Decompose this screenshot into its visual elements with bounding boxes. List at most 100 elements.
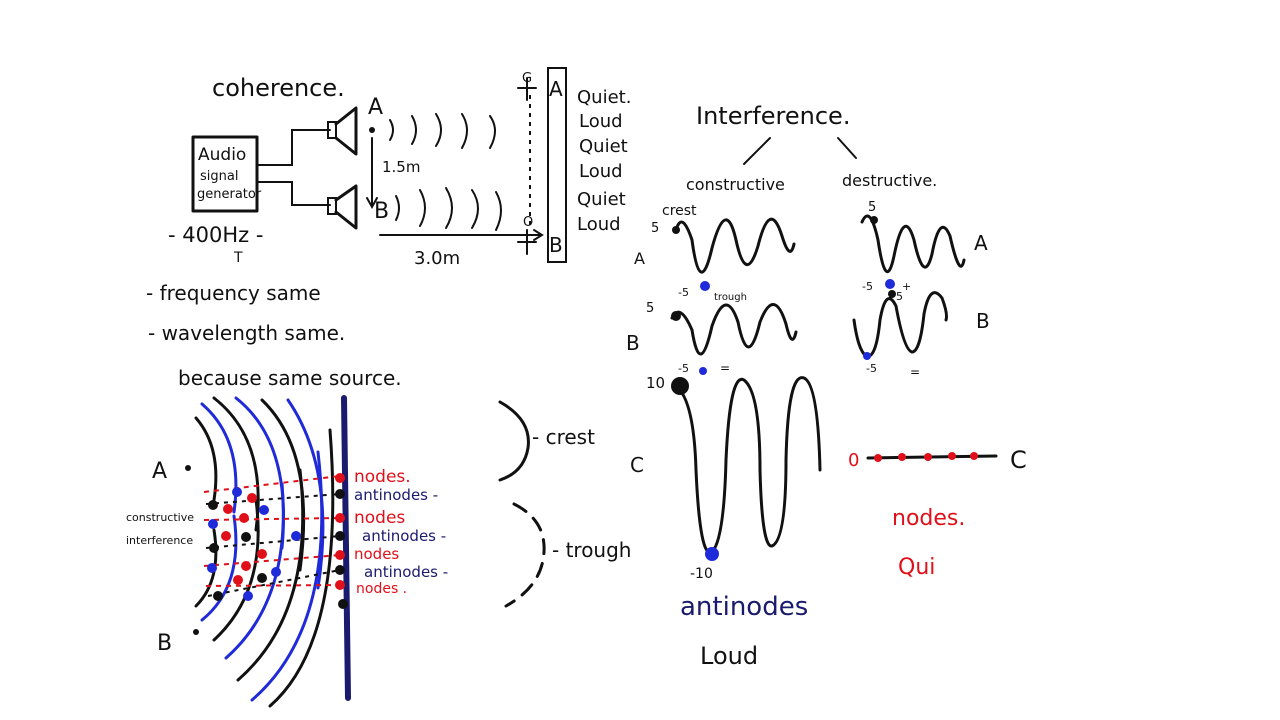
- crest-marker: [870, 216, 878, 224]
- separation-distance: 1.5m: [382, 158, 420, 176]
- crest-label: crest: [662, 203, 697, 219]
- constructive-heading: constructive: [686, 175, 785, 194]
- pattern-source-a: A: [152, 459, 167, 484]
- destructive-node-dots: [874, 452, 978, 462]
- speaker-b-icon: [327, 184, 358, 230]
- c-a-max: 5: [651, 221, 659, 236]
- listener-bottom-icon: [517, 229, 537, 255]
- trough-marker: [705, 547, 719, 561]
- source-b-label: B: [374, 199, 389, 224]
- constructive-wave-c: [674, 376, 822, 555]
- wire-to-speaker-b: [256, 181, 331, 206]
- crest-marker: [888, 290, 896, 298]
- sound-waves-b: [395, 187, 502, 231]
- trough-marker: [863, 352, 871, 360]
- pattern-source-b: B: [157, 631, 172, 656]
- listener-top-icon: [517, 77, 537, 101]
- c-a-note: trough: [714, 292, 747, 303]
- loud-result: Loud: [700, 642, 758, 670]
- branch-line-destructive: [837, 137, 857, 159]
- crest-legend-label: - crest: [532, 425, 595, 449]
- constructive-wave-a: [674, 217, 796, 274]
- sound-waves-a: [389, 113, 496, 149]
- note-same-source: because same source.: [178, 366, 402, 390]
- screen-line-labels: nodes. antinodes - nodes antinodes - nod…: [354, 467, 448, 597]
- constructive-wave-b: [670, 303, 798, 356]
- crest-marker: [672, 226, 680, 234]
- trough-legend-symbol: [504, 502, 546, 608]
- line-label: nodes: [354, 545, 399, 563]
- generator-label-generator: generator: [197, 187, 262, 202]
- interference-title: Interference.: [696, 102, 850, 130]
- quiet-result: Qui: [898, 555, 935, 580]
- note-frequency: - frequency same: [146, 281, 321, 305]
- frequency-label: - 400Hz -: [168, 223, 263, 247]
- line-label: nodes: [354, 508, 405, 528]
- generator-label-audio: Audio: [198, 145, 246, 165]
- d-a-max: 5: [868, 200, 876, 215]
- d-row-a: A: [974, 231, 988, 255]
- pattern-item: Quiet: [579, 136, 628, 157]
- signal-generator-box: [191, 135, 259, 213]
- c-b-min: -5: [678, 362, 689, 375]
- loudness-pattern: Quiet. Loud Quiet Loud Quiet Loud: [577, 87, 631, 235]
- d-row-c: C: [1010, 446, 1027, 474]
- c-a-min: -5: [678, 286, 689, 299]
- trough-marker: [885, 279, 895, 289]
- nodes-result: nodes.: [892, 506, 965, 531]
- note-wavelength: - wavelength same.: [148, 321, 345, 345]
- speaker-a-icon: [327, 106, 358, 156]
- line-label: nodes .: [356, 581, 407, 597]
- listener-bottom-label: O: [523, 215, 533, 230]
- d-plus: +: [902, 280, 911, 293]
- c-c-min: -10: [690, 566, 713, 582]
- c-c-max: 10: [646, 374, 665, 392]
- trough-legend-label: - trough: [552, 538, 631, 562]
- d-row-b: B: [976, 309, 990, 333]
- listening-wall: [547, 67, 567, 263]
- line-label: nodes.: [354, 467, 411, 487]
- d-zero: 0: [848, 450, 859, 471]
- crest-legend-symbol: [498, 400, 530, 482]
- constructive-side-label: constructive: [126, 511, 194, 524]
- c-b-max: 5: [646, 301, 654, 316]
- pattern-item: Loud: [579, 111, 623, 132]
- trough-marker: [699, 367, 707, 375]
- interference-pattern-diagram: [185, 395, 351, 708]
- separation-arrowhead: [366, 197, 378, 210]
- c-row-b: B: [626, 331, 640, 355]
- destructive-wave-a: [860, 214, 966, 274]
- line-label: antinodes -: [354, 486, 438, 504]
- wall-bottom-label: B: [549, 233, 563, 257]
- source-a-dot: [369, 127, 375, 133]
- trough-marker: [700, 281, 710, 291]
- d-a-min: -5: [862, 280, 873, 293]
- line-label: antinodes -: [362, 527, 446, 545]
- d-b-min: -5: [866, 362, 877, 375]
- c-b-equals: =: [720, 361, 730, 375]
- screen-distance: 3.0m: [414, 248, 460, 269]
- pattern-item: Quiet.: [577, 87, 631, 108]
- destructive-heading: destructive.: [842, 171, 937, 190]
- c-row-a: A: [634, 249, 645, 268]
- distance-arrowhead: [533, 229, 544, 241]
- c-row-c: C: [630, 453, 644, 477]
- wall-top-label: A: [549, 77, 563, 101]
- d-equals: =: [910, 365, 920, 379]
- antinodes-result: antinodes: [680, 592, 808, 622]
- crest-marker: [671, 311, 681, 321]
- wire-to-speaker-a: [256, 129, 331, 166]
- interference-side-label: interference: [126, 534, 193, 547]
- crest-marker: [671, 377, 689, 395]
- line-label: antinodes -: [364, 563, 448, 581]
- source-a-label: A: [368, 95, 383, 120]
- pattern-item: Quiet: [577, 189, 626, 210]
- pattern-item: Loud: [579, 161, 623, 182]
- d-b-max: 5: [896, 290, 903, 303]
- branch-line-constructive: [743, 137, 771, 165]
- pattern-item: Loud: [577, 214, 621, 235]
- generator-label-signal: signal: [200, 169, 238, 184]
- coherence-title: coherence.: [212, 74, 345, 102]
